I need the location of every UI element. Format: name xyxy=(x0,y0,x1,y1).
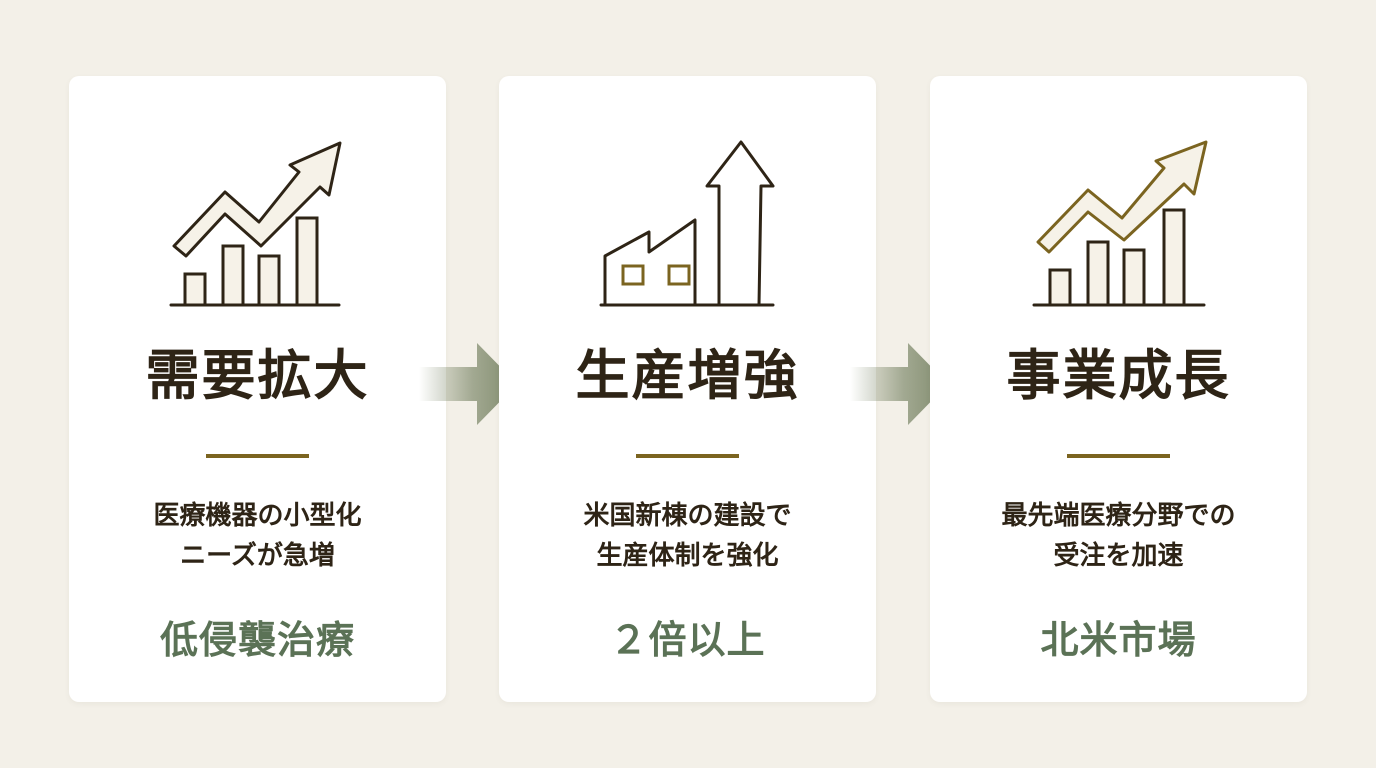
growth-chart-icon xyxy=(157,134,357,314)
description-line: 生産体制を強化 xyxy=(596,541,779,571)
step-title: 需要拡大 xyxy=(145,343,370,407)
step-card-demand: 需要拡大 医療機器の小型化 ニーズが急増 低侵襲治療 xyxy=(69,76,446,702)
title-divider xyxy=(1067,454,1170,458)
description-line: 米国新棟の建設で xyxy=(583,501,792,531)
gold-growth-chart-icon xyxy=(1018,134,1218,314)
factory-arrow-icon xyxy=(587,134,787,314)
step-title: 生産増強 xyxy=(575,343,800,407)
description-line: 最先端医療分野での xyxy=(1001,501,1236,531)
step-card-growth: 事業成長 最先端医療分野での 受注を加速 北米市場 xyxy=(930,76,1307,702)
step-description: 米国新棟の建設で 生産体制を強化 xyxy=(499,496,876,576)
step-keyword: 北米市場 xyxy=(1040,618,1197,662)
description-line: 受注を加速 xyxy=(1053,541,1184,571)
description-line: 医療機器の小型化 xyxy=(153,501,362,531)
arrow-right-icon xyxy=(419,343,519,425)
description-line: ニーズが急増 xyxy=(180,541,335,571)
step-description: 医療機器の小型化 ニーズが急増 xyxy=(69,496,446,576)
step-keyword: 低侵襲治療 xyxy=(159,618,355,662)
title-divider xyxy=(206,454,309,458)
step-title: 事業成長 xyxy=(1006,343,1231,407)
step-keyword: ２倍以上 xyxy=(609,618,766,662)
step-description: 最先端医療分野での 受注を加速 xyxy=(930,496,1307,576)
arrow-right-icon xyxy=(850,343,950,425)
title-divider xyxy=(636,454,739,458)
step-card-production: 生産増強 米国新棟の建設で 生産体制を強化 ２倍以上 xyxy=(499,76,876,702)
